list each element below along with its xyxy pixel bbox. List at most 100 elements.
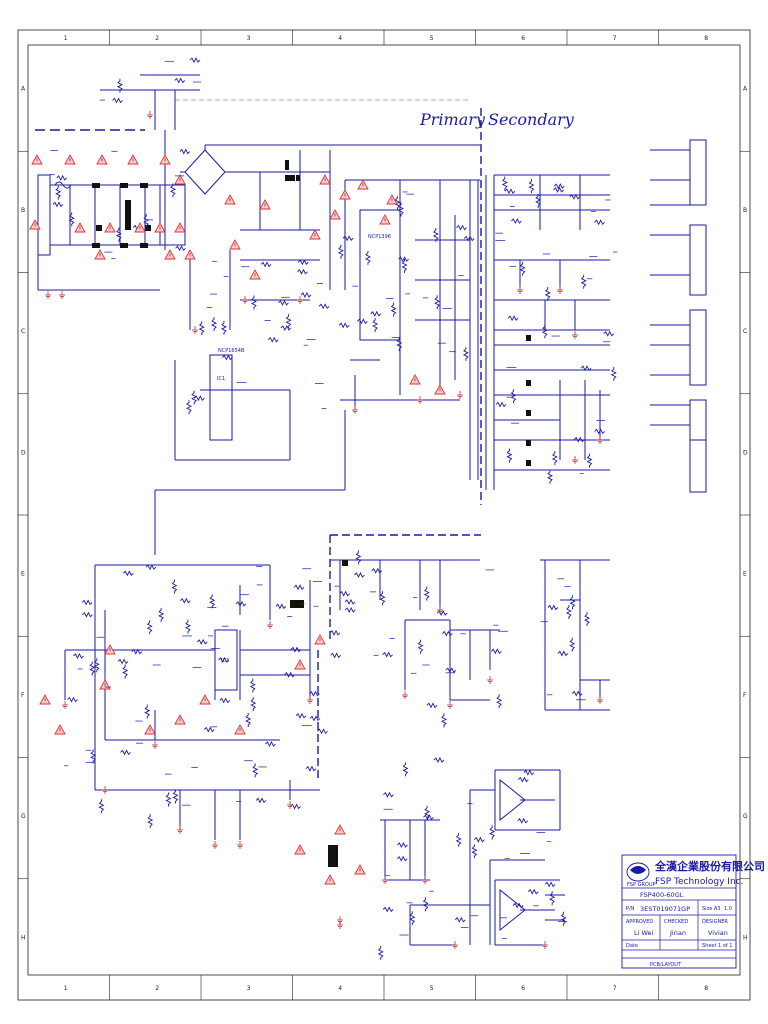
- warning-triangle: [184, 249, 196, 260]
- ground-symbol: [267, 621, 273, 629]
- checked-by: Jinan: [669, 929, 686, 937]
- ground-symbol: [422, 876, 428, 884]
- resistor-symbol: [209, 594, 216, 609]
- component-labels: [49, 60, 618, 939]
- resistor-symbol: [422, 897, 429, 912]
- component-block: [140, 243, 148, 248]
- resistor-symbol: [426, 702, 438, 709]
- resistor-symbol: [504, 188, 516, 195]
- resistor-symbol: [255, 797, 267, 804]
- resistor-symbol: [298, 259, 309, 266]
- resistor-symbol: [250, 697, 257, 712]
- resistor-symbol: [401, 258, 408, 273]
- resistor-symbol: [186, 400, 193, 415]
- resistor-symbol: [471, 844, 478, 859]
- resistor-symbol: [317, 728, 328, 735]
- resistor-symbol: [549, 891, 556, 906]
- resistor-symbol: [122, 664, 129, 679]
- part-number-label: P/N: [626, 906, 635, 912]
- resistor-symbol: [507, 315, 519, 322]
- component-block: [526, 410, 531, 416]
- component-block: [290, 600, 304, 608]
- warning-triangle: [294, 844, 306, 855]
- integrated-circuits: [209, 209, 526, 932]
- date-label: Date: [626, 943, 638, 949]
- resistor-symbol: [553, 183, 565, 190]
- grid-column-label: 5: [430, 985, 434, 992]
- resistor-symbol: [67, 696, 78, 703]
- resistor-symbol: [329, 629, 341, 636]
- resistor-symbol: [423, 586, 430, 601]
- resistor-symbol: [610, 366, 617, 381]
- resistor-symbol: [143, 214, 150, 229]
- warning-triangle: [174, 174, 186, 185]
- resistor-symbol: [573, 436, 585, 443]
- resistor-symbol: [440, 713, 447, 728]
- resistor-symbol: [379, 591, 386, 606]
- component-block: [96, 225, 102, 231]
- resistor-symbol: [489, 825, 496, 840]
- resistor-symbol: [553, 186, 564, 193]
- resistor-symbol: [390, 302, 397, 317]
- grid-row-label: E: [743, 571, 747, 578]
- grid-row-label: G: [743, 813, 748, 820]
- op-amp-lower: [499, 888, 526, 932]
- resistor-symbol: [219, 697, 231, 704]
- ground-symbol: [102, 786, 108, 794]
- resistor-symbol: [417, 639, 424, 654]
- resistor-symbol: [245, 712, 252, 727]
- resistor-symbol: [90, 749, 97, 764]
- grid-column-label: 3: [247, 35, 251, 42]
- part-number: 3EST019071GP: [640, 905, 690, 913]
- title-block: FSP GROUP 全漢企業股份有限公司 FSP Technology Inc.…: [621, 854, 765, 969]
- ground-symbol: [212, 841, 218, 849]
- resistor-symbol: [339, 590, 350, 597]
- warning-triangle: [99, 679, 111, 690]
- grid-row-label: F: [743, 692, 747, 699]
- resistor-symbol: [145, 564, 157, 571]
- ground-symbol: [62, 701, 68, 709]
- ground-symbol: [542, 941, 548, 949]
- component-block: [140, 183, 148, 188]
- resistor-symbol: [594, 219, 605, 226]
- warning-triangle: [434, 384, 446, 395]
- resistor-symbol: [309, 715, 321, 722]
- resistor-symbol: [397, 202, 404, 217]
- resistor-symbol: [455, 832, 462, 847]
- warning-triangle: [164, 249, 176, 260]
- resistor-symbol: [569, 193, 581, 200]
- resistor-symbol: [146, 620, 153, 635]
- resistor-symbol: [98, 799, 105, 814]
- resistor-symbol: [547, 604, 559, 611]
- ground-symbol: [572, 331, 578, 339]
- resistor-symbol: [382, 906, 394, 913]
- resistor-symbol: [519, 261, 526, 276]
- resistor-symbol: [544, 881, 556, 888]
- resistor-symbol: [517, 817, 529, 824]
- company-logo: FSP GROUP: [626, 862, 656, 888]
- resistor-symbol: [68, 212, 75, 227]
- warning-triangle: [379, 214, 391, 225]
- resistor-symbol: [518, 776, 529, 783]
- ground-symbol: [192, 326, 198, 334]
- chip-label-pwm: NCP1396: [368, 234, 391, 240]
- resistor-symbol: [394, 196, 401, 211]
- resistor-symbol: [174, 77, 186, 84]
- resistor-symbol: [495, 401, 507, 408]
- resistor-symbol: [295, 712, 307, 719]
- resistor-symbol: [454, 916, 466, 923]
- ground-symbol: [59, 291, 65, 299]
- resistor-symbol: [541, 324, 548, 339]
- resistor-symbol: [285, 314, 292, 329]
- wiring: [37, 74, 707, 946]
- warning-triangle: [154, 222, 166, 233]
- resistor-symbol: [445, 667, 457, 674]
- ground-symbol: [147, 111, 153, 119]
- grid-row-label: D: [743, 449, 748, 456]
- grid-row-label: B: [743, 207, 747, 214]
- ic3: [214, 629, 238, 691]
- ground-symbol: [237, 841, 243, 849]
- ground-symbol: [352, 406, 358, 414]
- resistor-symbol: [544, 286, 551, 301]
- grid-row-label: A: [743, 86, 748, 93]
